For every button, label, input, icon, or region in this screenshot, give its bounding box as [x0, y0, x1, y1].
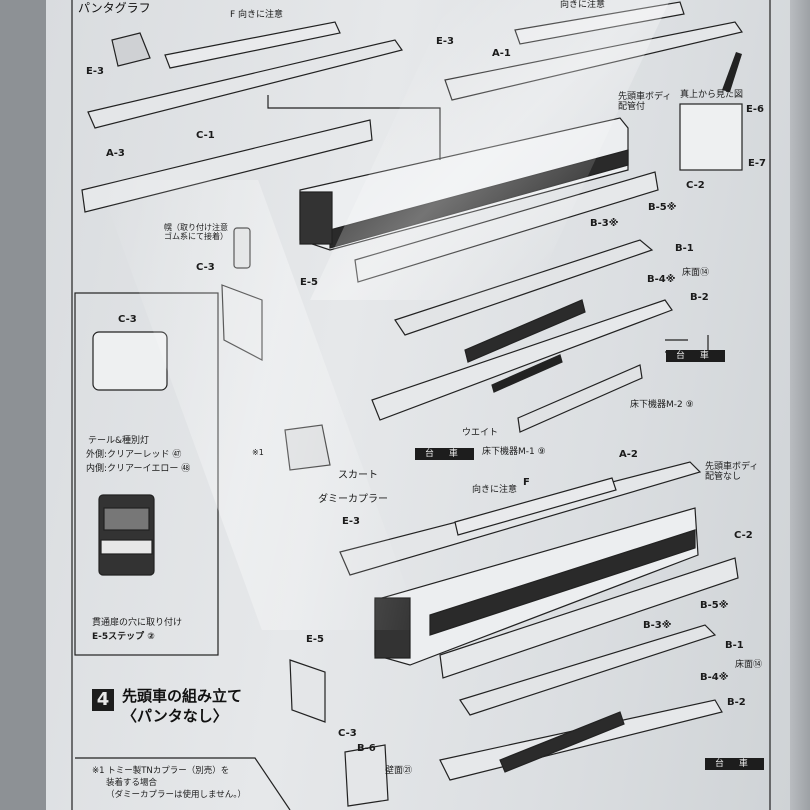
step-title-sub: 〈パンタなし〉	[122, 706, 228, 725]
label-c3: C-3	[196, 262, 215, 273]
inset-step-part: E-5ステップ ②	[92, 632, 155, 642]
roof-a1	[444, 21, 743, 101]
label-floor-lower: 床面⑭	[735, 660, 763, 670]
inset-inner-lamp: 内側:クリアーイエロー ㊽	[86, 464, 191, 474]
label-c1: C-1	[196, 130, 215, 141]
wall-b6	[344, 744, 389, 807]
label-underfloor-m1: 床下機器M-1 ⑨	[482, 447, 546, 457]
label-underfloor-m2: 床下機器M-2 ⑨	[630, 400, 694, 410]
end-panel-c3-lower	[289, 659, 326, 723]
sheet-edge	[790, 0, 810, 810]
step-title: 先頭車の組み立て 〈パンタなし〉	[122, 687, 242, 726]
body-note-line: 配管付	[618, 102, 646, 113]
end-panel-c3	[221, 284, 263, 361]
inset-lamp-title: テール&種別灯	[88, 436, 150, 446]
label-direction-lower: 向きに注意	[472, 485, 518, 495]
label-b5: B-5※	[648, 202, 677, 213]
c3-front-view	[92, 331, 168, 391]
label-top-view: 真上から見た図	[680, 90, 744, 100]
skirt	[284, 424, 331, 471]
side-c2	[354, 171, 659, 283]
step-number: 4	[92, 689, 114, 711]
label-f: F 向きに注意	[230, 10, 284, 20]
weight	[464, 299, 586, 363]
label-b3: B-3※	[590, 218, 619, 229]
label-f-lower: F	[523, 477, 530, 488]
label-a3: A-3	[106, 148, 125, 159]
label-hood: 幌（取り付け注意 ゴム系にて接着）	[164, 223, 228, 241]
roof-vent-f-lower	[454, 477, 617, 536]
label-a1: A-1	[492, 48, 511, 59]
label-b5-lower: B-5※	[700, 600, 729, 611]
roof-vent-f	[164, 21, 341, 69]
label-wall: 壁面㉑	[385, 766, 413, 776]
label-e3-lower: E-3	[342, 516, 360, 527]
top-view-box	[679, 103, 743, 171]
label-b3-lower: B-3※	[643, 620, 672, 631]
floor-b2	[371, 299, 673, 421]
inset-outer-lamp: 外側:クリアーレッド ㊼	[86, 450, 182, 460]
label-body-no-piping: 先頭車ボディ 配管なし	[705, 462, 758, 483]
label-a2: A-2	[619, 449, 638, 460]
roof-a3	[87, 39, 403, 129]
note-line: ※1 トミー製TNカプラー（別売）を	[92, 766, 230, 776]
label-c2: C-2	[686, 180, 705, 191]
label-e3: E-3	[86, 66, 104, 77]
note-box	[75, 757, 291, 810]
label-b1: B-1	[675, 243, 694, 254]
label-b1-lower: B-1	[725, 640, 744, 651]
cab-front-upper	[299, 191, 333, 245]
underfloor-m2	[517, 364, 643, 433]
label-pantograph: パンタグラフ	[78, 1, 151, 15]
side-c1	[81, 119, 373, 213]
step-title-main: 先頭車の組み立て	[122, 687, 243, 705]
body-note-line: 先頭車ボディ	[618, 92, 672, 102]
label-b2-lower: B-2	[727, 697, 746, 708]
body-note-line: 配管なし	[705, 472, 742, 483]
roof-vent-top	[514, 1, 685, 45]
inset-mount-note: 貫通扉の穴に取り付け	[92, 618, 183, 628]
label-bogie-right: 台 車	[666, 350, 725, 363]
hood-note-line: ゴム系にて接着）	[164, 232, 228, 242]
label-b4-lower: B-4※	[700, 672, 729, 683]
label-body-piping: 先頭車ボディ 配管付	[618, 92, 671, 113]
label-e3-right: E-3	[436, 36, 454, 47]
note-line: 装着する場合	[106, 777, 158, 788]
inset-label-c3: C-3	[118, 314, 137, 325]
label-e7: E-7	[748, 158, 766, 169]
inset-box	[74, 292, 219, 656]
hood	[233, 227, 251, 269]
seats-b3	[394, 239, 654, 336]
label-b6: B-6	[357, 743, 376, 754]
note-line: （ダミーカプラーは使用しません。）	[106, 789, 246, 800]
label-b2: B-2	[690, 292, 709, 303]
label-e5-lower: E-5	[306, 634, 324, 645]
weight-lower	[499, 711, 625, 773]
side-c2-lower	[439, 557, 739, 679]
underfloor-m1	[491, 354, 563, 393]
label-bogie-left: 台 車	[415, 448, 474, 461]
seats-lower	[459, 624, 717, 716]
label-c3-lower: C-3	[338, 728, 357, 739]
hood-note-line: 幌（取り付け注意	[164, 223, 228, 232]
label-note-mark: ※1	[252, 448, 264, 457]
label-c2-lower: C-2	[734, 530, 753, 541]
label-skirt: スカート	[338, 470, 378, 481]
arrow-icon	[722, 52, 742, 92]
label-weight: ウエイト	[462, 428, 499, 438]
car-front-illustration	[98, 494, 155, 576]
label-e6: E-6	[746, 104, 764, 115]
label-direction-top: 向きに注意	[560, 0, 606, 10]
label-floor: 床面⑭	[682, 268, 710, 278]
label-dummy-coupler: ダミーカプラー	[318, 494, 388, 505]
pantograph	[111, 32, 151, 67]
label-bogie-lower: 台 車	[705, 758, 764, 771]
label-b4: B-4※	[647, 274, 676, 285]
body-note-line: 先頭車ボディ	[705, 462, 759, 472]
tn-coupler-note: ※1 トミー製TNカプラー（別売）を 装着する場合 （ダミーカプラーは使用しませ…	[92, 766, 246, 802]
cab-front-lower	[374, 597, 411, 659]
label-e5: E-5	[300, 277, 318, 288]
